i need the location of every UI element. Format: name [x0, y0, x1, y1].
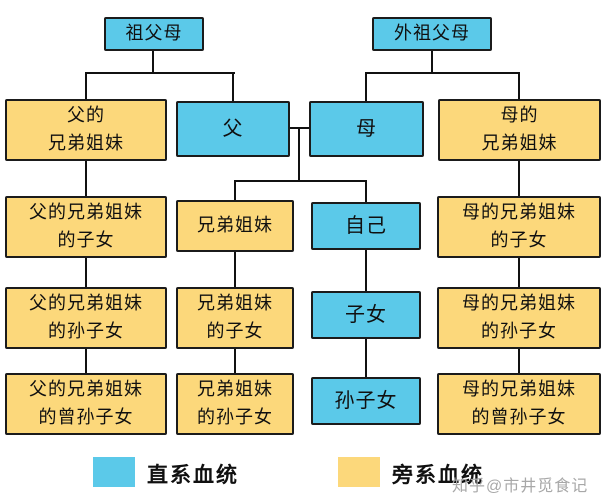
- node-self: 自己: [311, 202, 421, 250]
- connector-line: [85, 72, 87, 100]
- node-father-siblings-great-grandchildren: 父的兄弟姐妹 的曾孙子女: [5, 373, 167, 435]
- watermark: 知乎@市井觅食记: [452, 478, 589, 495]
- connector-line: [85, 72, 235, 74]
- connector-line: [232, 72, 234, 102]
- connector-line: [234, 252, 236, 287]
- connector-line: [298, 127, 300, 182]
- node-mother-siblings-great-grandchildren: 母的兄弟姐妹 的曾孙子女: [437, 373, 601, 435]
- connector-line: [365, 180, 367, 203]
- legend-label-collateral: 旁系血统: [392, 464, 484, 487]
- node-father-siblings-children: 父的兄弟姐妹 的子女: [5, 196, 167, 258]
- node-father-siblings-grandchildren: 父的兄弟姐妹 的孙子女: [5, 287, 167, 349]
- node-grandchildren: 孙子女: [311, 377, 421, 425]
- connector-line: [85, 349, 87, 373]
- connector-line: [234, 349, 236, 373]
- legend-label-direct: 直系血统: [147, 464, 239, 487]
- connector-line: [234, 180, 367, 182]
- legend-swatch-direct: [93, 457, 135, 487]
- node-mother-siblings: 母的 兄弟姐妹: [438, 99, 601, 161]
- node-mother-siblings-grandchildren: 母的兄弟姐妹 的孙子女: [437, 287, 601, 349]
- connector-line: [152, 51, 154, 73]
- node-father-siblings: 父的 兄弟姐妹: [5, 99, 167, 161]
- node-grandparents-paternal: 祖父母: [104, 17, 204, 51]
- connector-line: [365, 339, 367, 377]
- connector-line: [518, 161, 520, 196]
- connector-line: [234, 180, 236, 201]
- connector-line: [365, 250, 367, 291]
- connector-line: [518, 72, 520, 100]
- connector-line: [518, 349, 520, 373]
- legend-swatch-collateral: [338, 457, 380, 487]
- node-father: 父: [176, 101, 290, 157]
- node-siblings: 兄弟姐妹: [176, 200, 294, 252]
- connector-line: [518, 258, 520, 287]
- node-mother: 母: [309, 101, 424, 157]
- connector-line: [85, 161, 87, 196]
- connector-line: [365, 72, 520, 74]
- node-mother-siblings-children: 母的兄弟姐妹 的子女: [437, 196, 601, 258]
- connector-line: [365, 72, 367, 102]
- node-siblings-children: 兄弟姐妹 的子女: [176, 287, 294, 349]
- node-grandparents-maternal: 外祖父母: [372, 17, 492, 51]
- node-siblings-grandchildren: 兄弟姐妹 的孙子女: [176, 373, 294, 435]
- node-children: 子女: [311, 291, 421, 339]
- connector-line: [85, 258, 87, 287]
- connector-line: [431, 51, 433, 73]
